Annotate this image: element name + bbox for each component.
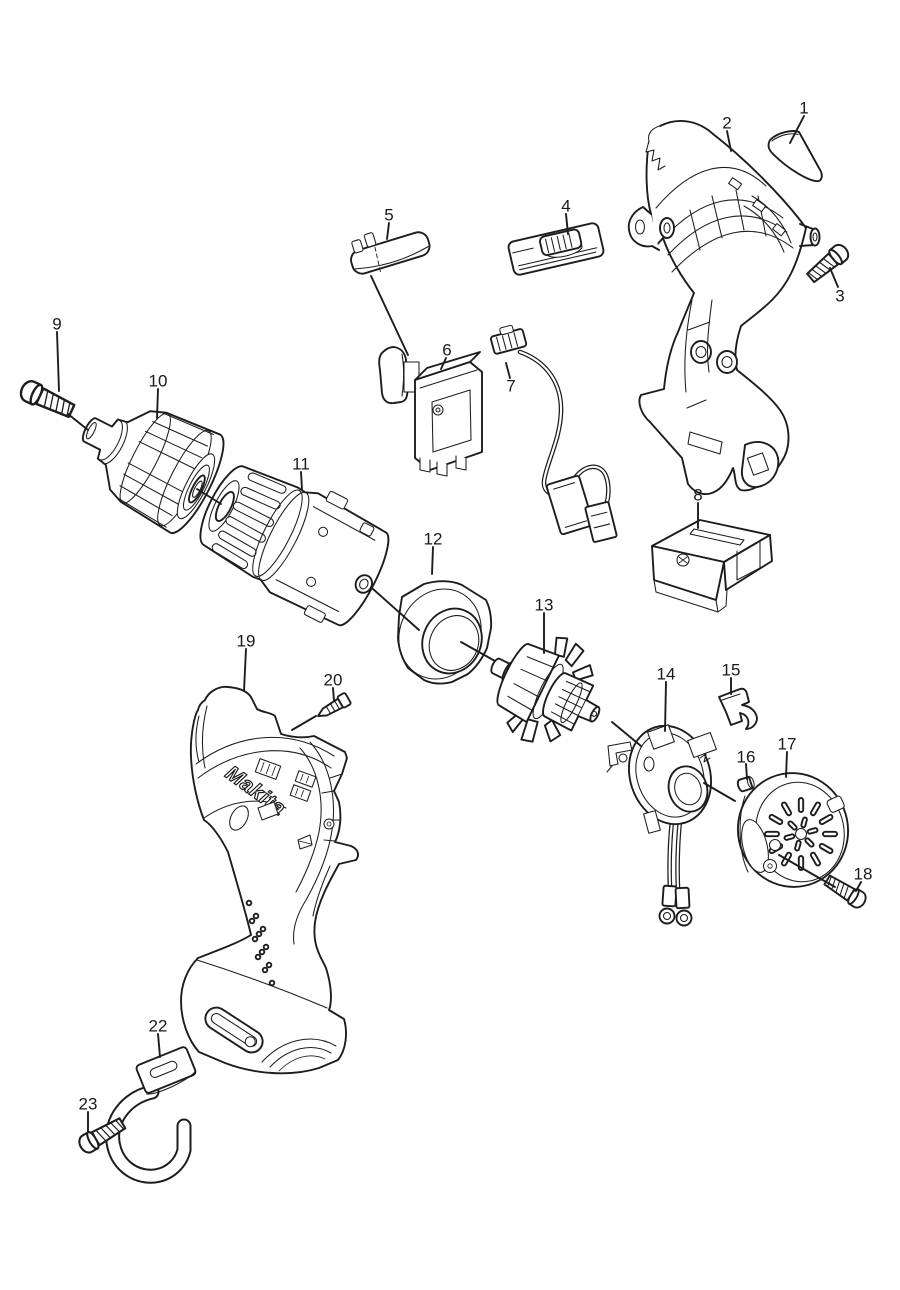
assembly-axis-line-7 bbox=[778, 854, 836, 888]
part-label-5: 5 bbox=[384, 206, 393, 225]
part-19-housing-left: Makita bbox=[180, 685, 359, 1075]
part-label-2: 2 bbox=[722, 114, 731, 133]
part-20-pin-screw bbox=[317, 692, 352, 717]
brush-spring-part bbox=[606, 741, 633, 773]
part-label-17: 17 bbox=[778, 735, 797, 754]
leader-line-20 bbox=[332, 687, 335, 702]
part-label-13: 13 bbox=[535, 596, 554, 615]
part-label-7: 7 bbox=[506, 377, 515, 396]
part-1-name-plate bbox=[767, 130, 823, 182]
part-14-end-bracket bbox=[627, 724, 717, 927]
part-label-1: 1 bbox=[799, 99, 808, 118]
part-16-pin bbox=[736, 775, 755, 793]
assembly-axis-line-5 bbox=[611, 721, 642, 747]
part-7-lead-wire bbox=[490, 324, 618, 543]
part-label-12: 12 bbox=[424, 530, 443, 549]
leader-line-2 bbox=[726, 130, 732, 152]
leader-line-11 bbox=[300, 471, 303, 491]
part-label-10: 10 bbox=[149, 372, 168, 391]
part-label-11: 11 bbox=[292, 455, 310, 474]
assembly-axis-line-0 bbox=[67, 413, 89, 431]
leader-line-19 bbox=[243, 648, 247, 692]
assembly-lines-layer bbox=[67, 275, 836, 888]
part-label-3: 3 bbox=[835, 287, 844, 306]
part-12-spacer-ring bbox=[397, 580, 493, 685]
part-label-4: 4 bbox=[561, 197, 570, 216]
part-10-chuck bbox=[81, 410, 225, 534]
assembly-axis-line-4 bbox=[460, 641, 496, 662]
part-label-16: 16 bbox=[737, 748, 756, 767]
leader-line-9 bbox=[56, 331, 60, 392]
part-label-15: 15 bbox=[722, 661, 741, 680]
part-3-screw bbox=[803, 240, 853, 286]
assembly-axis-line-8 bbox=[291, 715, 317, 731]
assembly-axis-line-6 bbox=[703, 782, 736, 802]
part-label-9: 9 bbox=[52, 315, 61, 334]
leader-line-22 bbox=[157, 1033, 161, 1058]
part-label-20: 20 bbox=[324, 671, 343, 690]
part-15-clip bbox=[718, 687, 758, 730]
leader-line-18 bbox=[855, 881, 862, 892]
leader-line-3 bbox=[829, 267, 839, 288]
part-13-armature bbox=[490, 636, 601, 743]
leader-line-17 bbox=[785, 751, 788, 778]
leader-line-5 bbox=[386, 222, 390, 240]
part-label-19: 19 bbox=[237, 632, 256, 651]
leader-line-4 bbox=[565, 213, 569, 235]
leader-line-7 bbox=[505, 362, 511, 379]
part-label-6: 6 bbox=[442, 341, 451, 360]
part-label-8: 8 bbox=[693, 486, 702, 505]
part-label-18: 18 bbox=[854, 865, 873, 884]
part-2-housing-right bbox=[627, 120, 821, 495]
part-6-switch-unit bbox=[378, 346, 483, 477]
assembly-axis-line-3 bbox=[372, 588, 420, 631]
part-8-terminal-block bbox=[651, 519, 773, 613]
part-label-14: 14 bbox=[657, 665, 676, 684]
assembly-axis-line-1 bbox=[196, 488, 222, 505]
leader-line-14 bbox=[664, 681, 667, 732]
leader-line-16 bbox=[745, 763, 748, 780]
part-11-gear-assembly bbox=[199, 465, 390, 627]
leader-line-10 bbox=[156, 388, 159, 419]
part-17-rear-cover bbox=[736, 772, 850, 888]
leader-line-12 bbox=[431, 546, 434, 575]
part-22-belt-hook bbox=[105, 1046, 197, 1184]
part-5-cover-cap bbox=[350, 231, 431, 275]
leader-lines-layer bbox=[56, 115, 862, 1132]
part-label-23: 23 bbox=[79, 1095, 98, 1114]
part-4-slide-switch bbox=[507, 222, 605, 276]
part-label-22: 22 bbox=[149, 1017, 168, 1036]
leader-line-1 bbox=[789, 115, 805, 144]
assembly-axis-line-2 bbox=[370, 275, 409, 356]
leader-line-6 bbox=[440, 357, 447, 370]
